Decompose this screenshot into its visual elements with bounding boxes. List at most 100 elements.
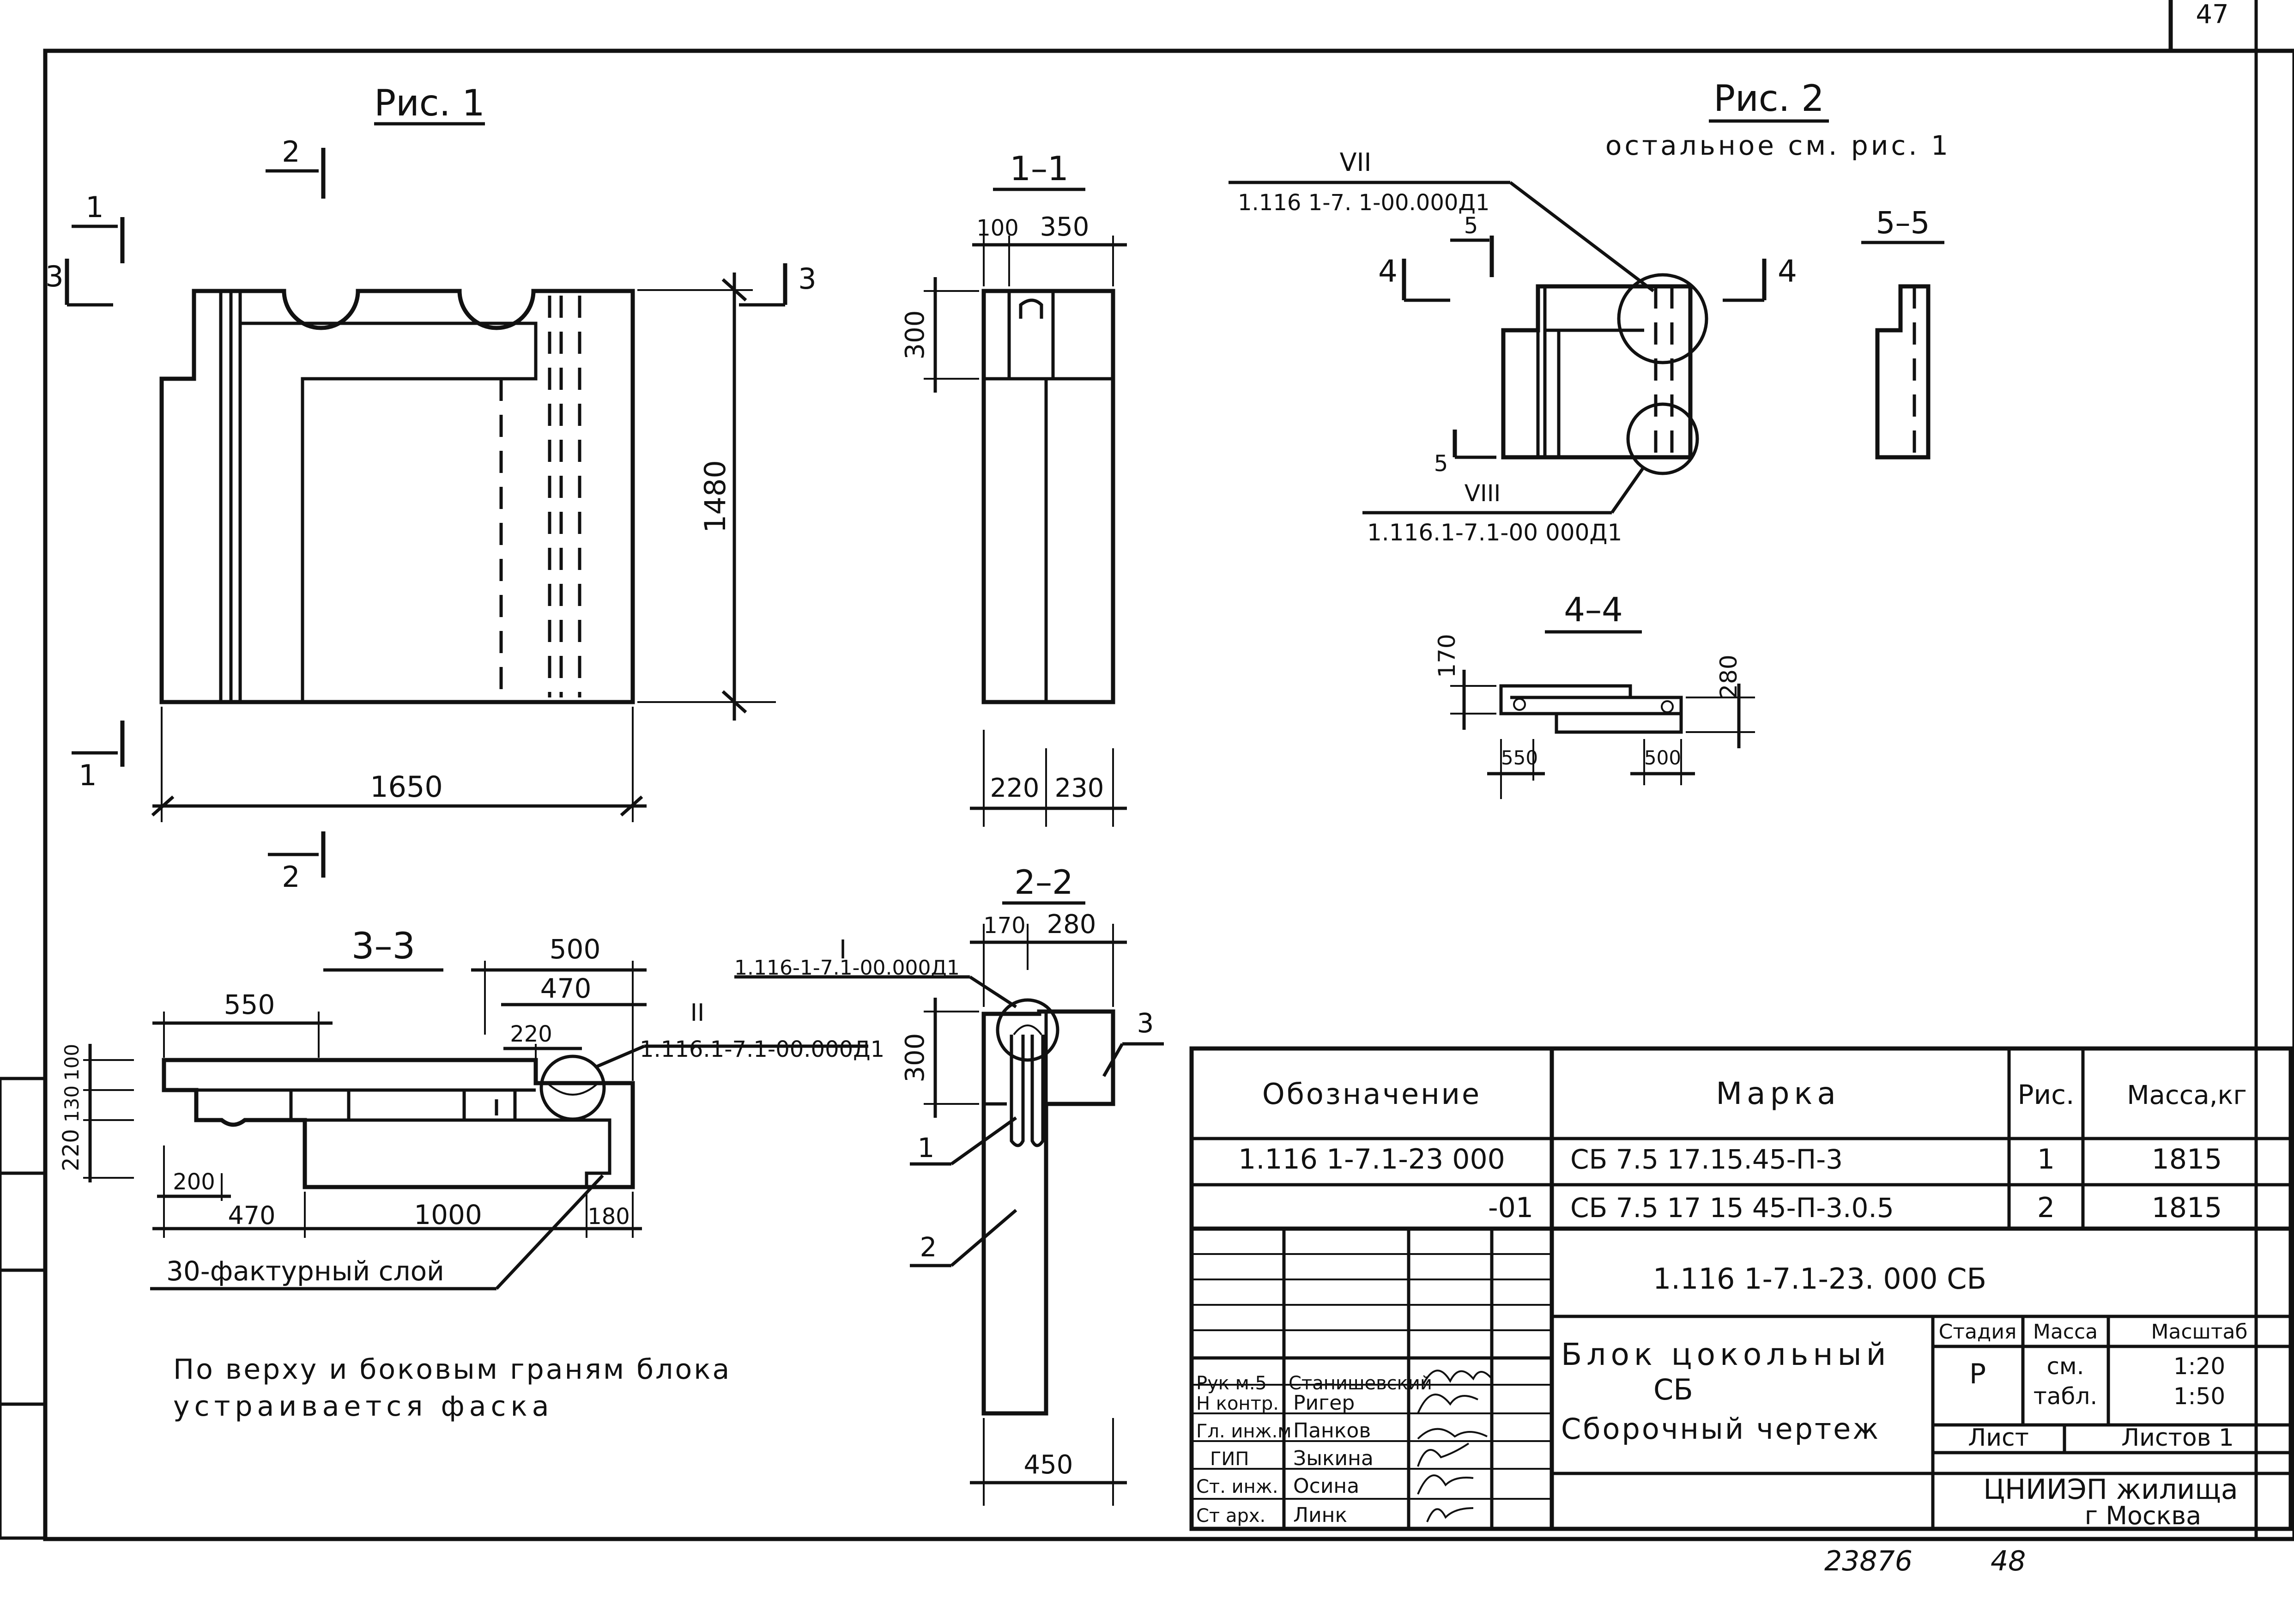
cut-marker-2-top: 2 — [266, 135, 326, 199]
signature-1 — [1422, 1369, 1493, 1386]
svg-text:1: 1 — [85, 190, 103, 224]
spec-row1-mass: 1815 — [2152, 1143, 2222, 1176]
svg-text:450: 450 — [1024, 1450, 1073, 1480]
signature-5 — [1417, 1474, 1474, 1495]
sheet-frame: 47 — [0, 0, 2294, 1541]
cut-marker-4-right: 4 — [1723, 254, 1797, 302]
spec-row1-fig: 1 — [2037, 1143, 2055, 1176]
svg-text:550: 550 — [224, 989, 275, 1020]
position-3: 3 — [1137, 1007, 1154, 1039]
signer-role-1: Рук м.5 — [1196, 1373, 1267, 1394]
signer-name-3: Панков — [1293, 1419, 1371, 1442]
spec-row1-designation: 1.116 1-7.1-23 000 — [1238, 1143, 1505, 1176]
signer-role-2: Н контр. — [1196, 1393, 1279, 1414]
svg-text:3: 3 — [798, 262, 816, 296]
cut-marker-3-left: 3 — [45, 259, 113, 307]
svg-text:4: 4 — [1378, 254, 1398, 289]
position-2: 2 — [920, 1231, 937, 1263]
svg-text:2: 2 — [282, 135, 300, 169]
signer-name-5: Осина — [1293, 1474, 1359, 1498]
position-1: 1 — [918, 1132, 935, 1163]
signer-role-4: ГИП — [1210, 1448, 1249, 1470]
svg-text:130: 130 — [61, 1085, 83, 1122]
signer-name-6: Линк — [1293, 1503, 1347, 1527]
node-vii-ref: 1.116 1-7. 1-00.000Д1 — [1238, 190, 1489, 216]
svg-text:3: 3 — [45, 260, 63, 293]
footer-archive: 23876 48 — [1824, 1545, 2026, 1577]
svg-text:300: 300 — [900, 310, 930, 360]
cut-marker-4-left: 4 — [1378, 254, 1450, 302]
signer-name-2: Ригер — [1293, 1391, 1355, 1415]
svg-text:300: 300 — [900, 1033, 930, 1083]
signature-grid: Рук м.5 Станишевский Н контр. Ригер Гл. … — [1192, 1229, 1552, 1531]
signature-6 — [1426, 1507, 1474, 1522]
title-line-2: СБ — [1653, 1373, 1693, 1406]
node-i-label: I — [839, 935, 847, 965]
spec-row2-designation: -01 — [1488, 1192, 1533, 1224]
document-code: 1.116 1-7.1-23. 000 СБ — [1653, 1262, 1986, 1296]
svg-text:200: 200 — [173, 1169, 215, 1195]
stage-value: Р — [1969, 1358, 1986, 1390]
svg-text:180: 180 — [587, 1204, 630, 1230]
svg-text:220: 220 — [510, 1021, 552, 1047]
node-ii-ref: 1.116.1-7.1-00.000Д1 — [640, 1036, 884, 1062]
node-viii-ref: 1.116.1-7.1-00 000Д1 — [1367, 519, 1622, 546]
figure-2-subtitle: остальное см. рис. 1 — [1605, 130, 1951, 161]
figure-2-elevation: Рис. 2 остальное см. рис. 1 VII 1.116 1-… — [1229, 78, 1951, 546]
spec-row2-mark: СБ 7.5 17 15 45-П-3.0.5 — [1570, 1192, 1894, 1224]
node-viii-label: VIII — [1465, 480, 1501, 507]
signature-4 — [1417, 1442, 1470, 1467]
cut-marker-1-bottom: 1 — [72, 721, 125, 792]
svg-text:170: 170 — [983, 913, 1026, 939]
svg-text:5: 5 — [1464, 213, 1478, 239]
spec-row2-mass: 1815 — [2152, 1192, 2222, 1224]
svg-text:170: 170 — [1434, 634, 1460, 678]
section-1-1-title: 1–1 — [1010, 149, 1069, 188]
svg-text:280: 280 — [1047, 909, 1096, 939]
mass-value-1: см. — [2046, 1353, 2084, 1380]
fig1-dim-height: 1480 — [698, 460, 732, 533]
organization-city: г Москва — [2085, 1501, 2201, 1530]
stage-header: Стадия — [1939, 1320, 2017, 1344]
cut-marker-2-bottom: 2 — [268, 831, 326, 894]
scale-header: Масштаб — [2151, 1320, 2247, 1344]
page-number: 47 — [2196, 0, 2228, 30]
sheet-header: Лист — [1968, 1424, 2029, 1452]
spec-header-fig: Рис. — [2018, 1079, 2075, 1110]
svg-text:500: 500 — [550, 933, 601, 965]
svg-text:4: 4 — [1778, 254, 1797, 289]
cut-marker-5-top: 5 — [1450, 213, 1494, 277]
figure-2-title: Рис. 2 — [1713, 78, 1824, 120]
section-3-3-title: 3–3 — [351, 926, 415, 967]
scale-value-1: 1:20 — [2173, 1353, 2225, 1380]
signature-2 — [1417, 1394, 1478, 1414]
sheets-header: Листов 1 — [2121, 1424, 2234, 1452]
svg-text:устраивается фаска: устраивается фаска — [173, 1390, 554, 1423]
facing-layer-label: 30-фактурный слой — [166, 1255, 444, 1287]
spec-row2-fig: 2 — [2037, 1192, 2055, 1224]
spec-row1-mark: СБ 7.5 17.15.45-П-3 — [1570, 1144, 1843, 1175]
signature-3 — [1417, 1428, 1488, 1440]
svg-text:5: 5 — [1434, 451, 1448, 477]
spec-header-mark: Марка — [1716, 1076, 1840, 1111]
signer-role-3: Гл. инж.м — [1196, 1421, 1291, 1442]
svg-text:280: 280 — [1715, 654, 1742, 698]
svg-text:1000: 1000 — [414, 1199, 482, 1230]
svg-text:550: 550 — [1501, 746, 1538, 769]
cut-marker-5-bottom: 5 — [1434, 430, 1496, 477]
specification-table: Обозначение Марка Рис. Масса,кг 1.116 1-… — [1189, 1046, 2293, 1529]
node-ii-label: II — [690, 999, 705, 1027]
figure-1-title: Рис. 1 — [374, 83, 485, 124]
svg-text:1: 1 — [79, 758, 97, 792]
mass-header: Масса — [2033, 1320, 2098, 1344]
section-4-4-title: 4–4 — [1564, 590, 1623, 629]
mass-value-2: табл. — [2034, 1383, 2097, 1410]
figure-1-elevation: Рис. 1 1480 1650 2 — [45, 83, 816, 894]
cut-marker-1-top: 1 — [72, 190, 125, 263]
svg-text:220: 220 — [58, 1129, 84, 1171]
section-1-1: 1–1 100 350 300 220 230 — [900, 149, 1127, 827]
title-line-3: Сборочный чертеж — [1561, 1412, 1880, 1446]
title-line-1: Блок цокольный — [1561, 1337, 1890, 1372]
spec-header-mass: Масса,кг — [2127, 1080, 2247, 1110]
signer-name-4: Зыкина — [1293, 1447, 1374, 1470]
